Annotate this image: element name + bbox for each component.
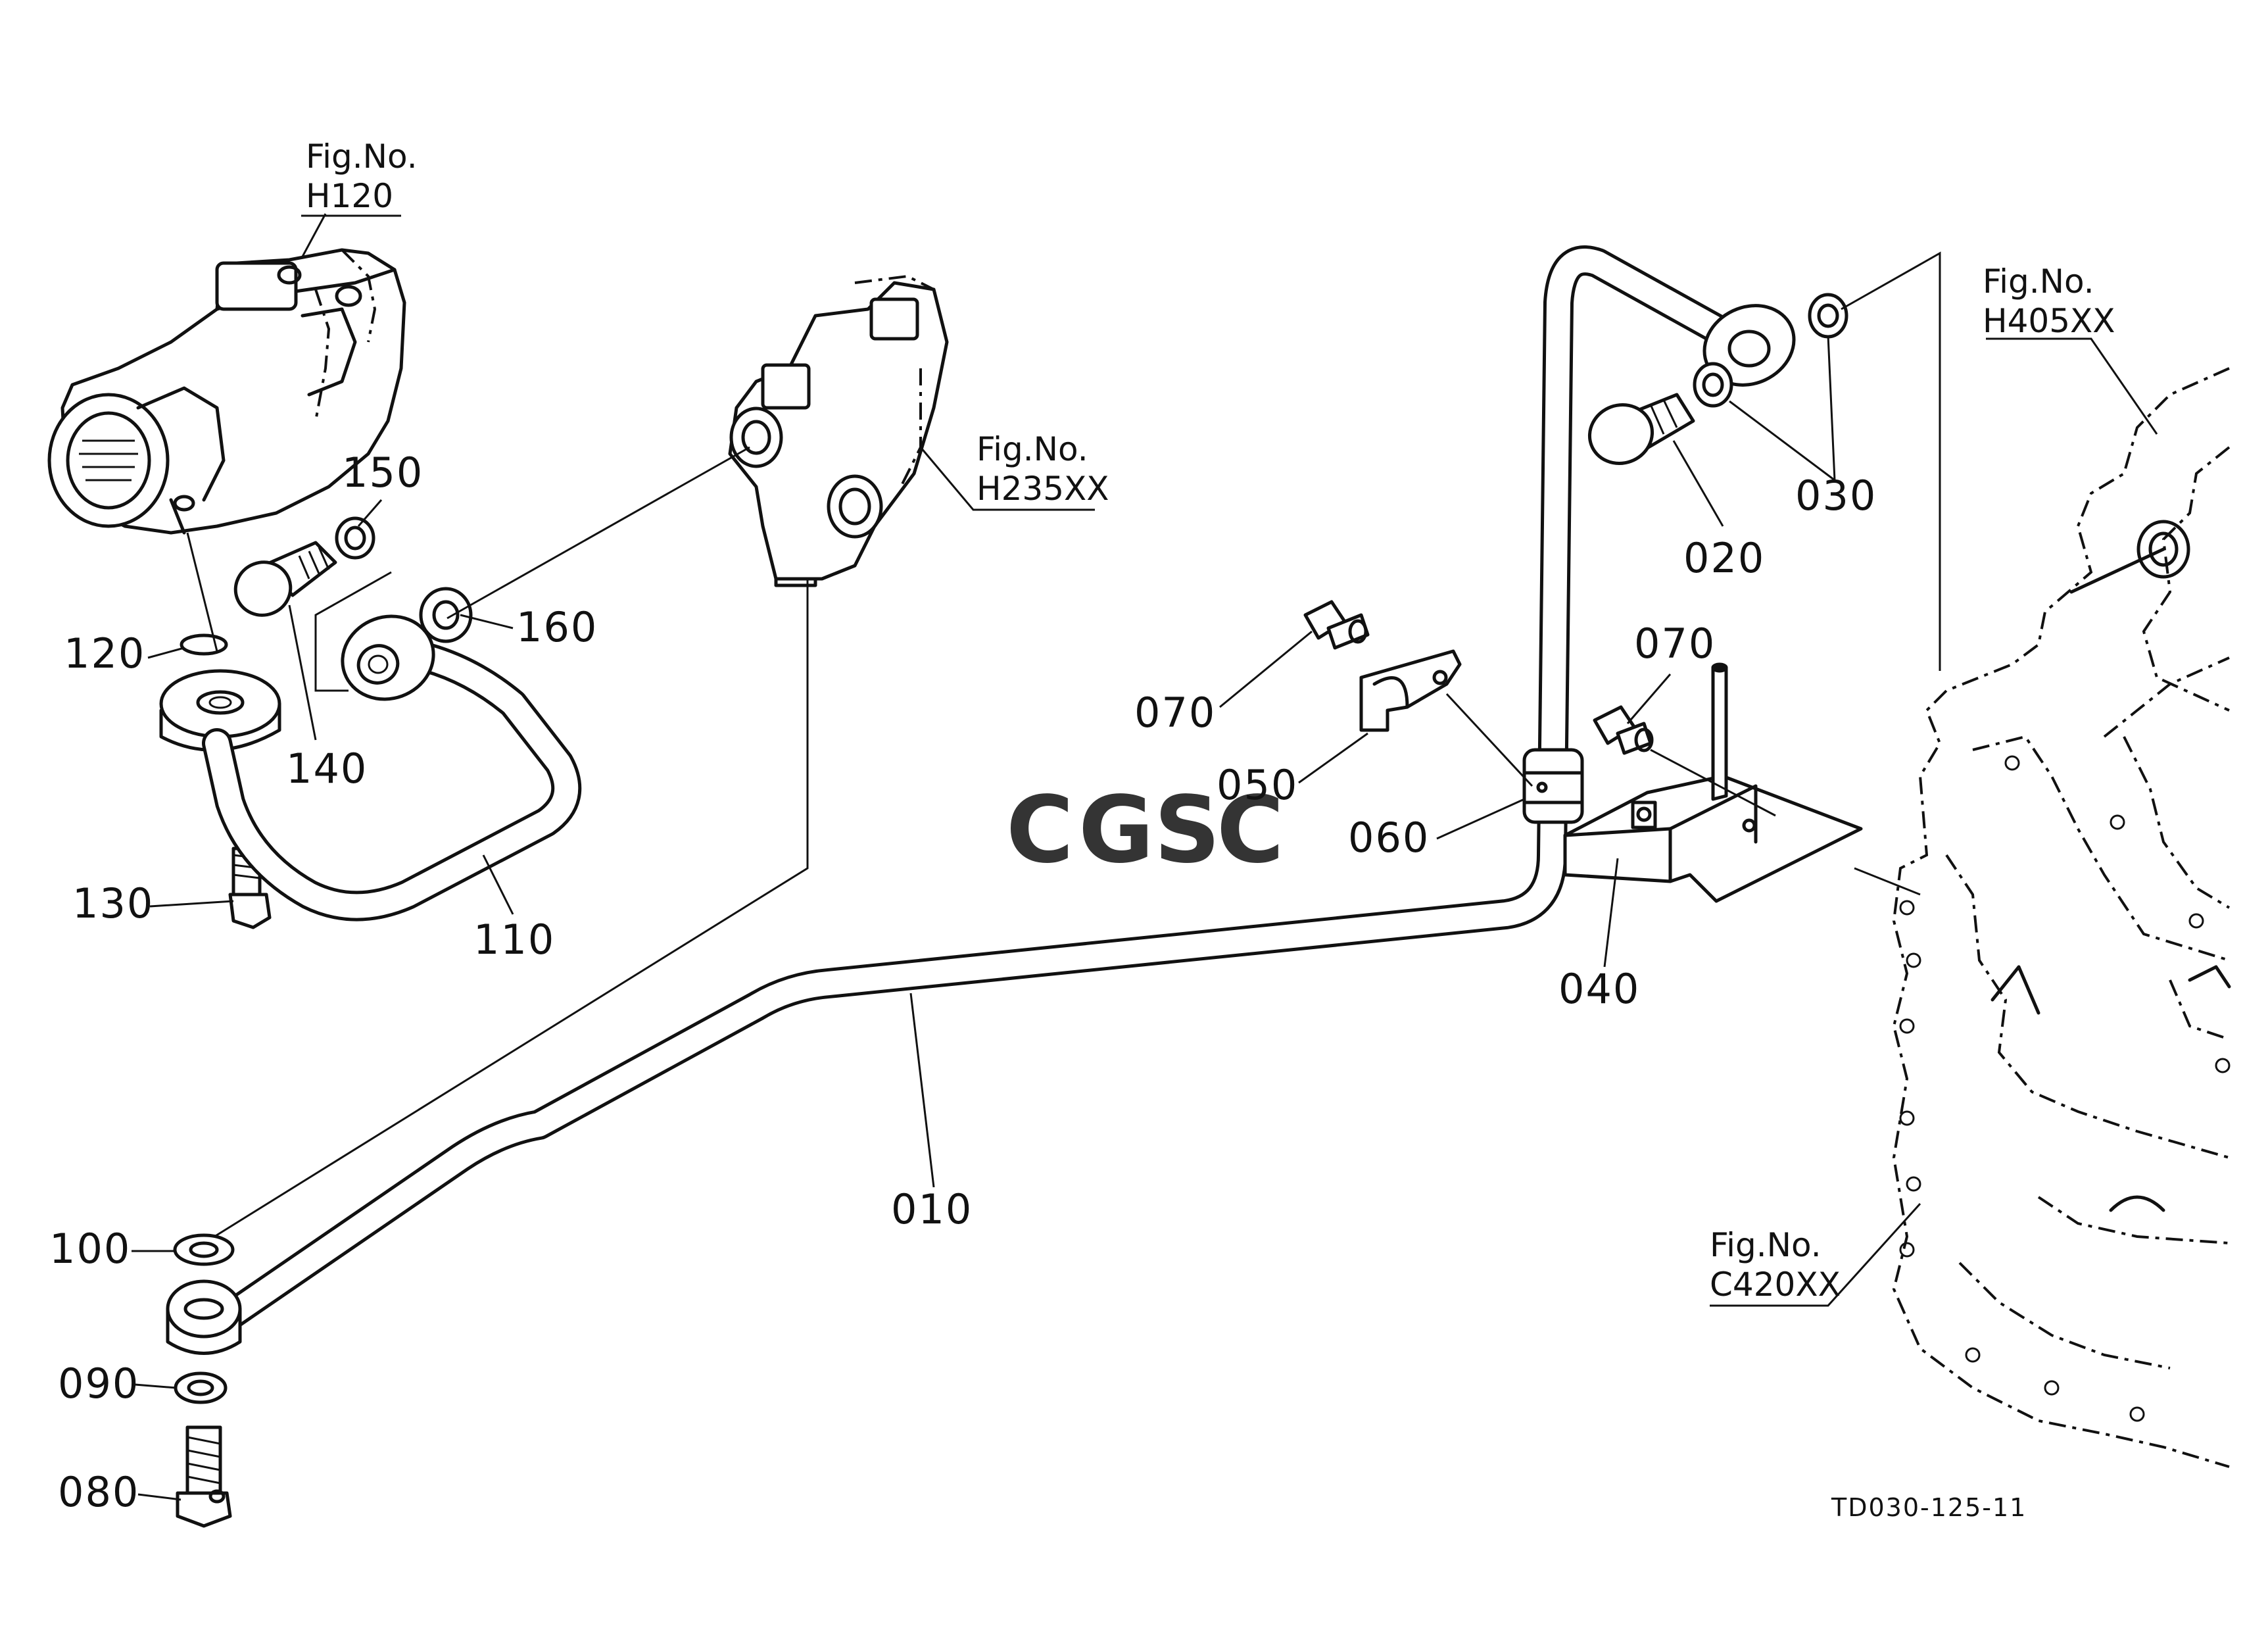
hose-110 [202,614,582,922]
guide-line-030 [1841,251,1941,671]
leader-fig-h120 [301,213,327,257]
leader-pump-banjo [186,532,218,652]
leader-090 [134,1383,177,1389]
leader-070-right [1626,674,1672,724]
hydraulic-pump-h120 [47,248,406,535]
leader-valve-to-washer-100 [203,579,809,1244]
callout-040: 040 [1558,965,1640,1013]
drawing-code: TD030-125-11 [1831,1493,2027,1522]
callout-130: 130 [72,879,154,927]
leader-040 [1603,858,1619,968]
banjo-fitting-lower [166,1233,242,1528]
leader-070-left [1219,630,1313,708]
pipe-010 [215,245,1731,1331]
washer-100 [173,1233,235,1266]
banjo-bolt-140 [233,516,473,643]
bracket-040 [1563,662,1863,903]
fig-ref-h405-title: Fig.No. [1983,262,2094,301]
callout-110: 110 [473,916,555,964]
banjo-fitting-upper [159,633,281,929]
callout-090: 090 [58,1360,139,1408]
leader-120 [147,647,185,659]
washer-030-a [1808,293,1848,339]
fig-ref-h235-number: H235XX [977,470,1109,508]
pipe-clamp-060 [1522,748,1584,824]
watermark-letter-3: S [1154,777,1220,884]
callout-120: 120 [64,629,145,677]
leader-030 [1729,335,1836,481]
callout-060: 060 [1348,814,1430,862]
fig-ref-h235-title: Fig.No. [977,430,1088,468]
o-ring-120 [180,633,228,656]
washer-090 [174,1371,228,1404]
fig-ref-c420-number: C420XX [1710,1266,1841,1304]
bolt-070-right [1593,705,1654,755]
cgsc-watermark: C G S C [1006,777,1284,884]
watermark-letter-2: G [1078,777,1154,884]
fig-ref-h120-title: Fig.No. [306,137,418,176]
leader-140 [288,604,317,741]
pipe-end-eye-top [1587,293,1848,465]
washer-030-b [1693,362,1733,408]
guide-line-clip [1445,693,1533,787]
callout-070-left: 070 [1134,689,1216,737]
fig-ref-h120-number: H120 [306,177,393,215]
washer-150 [335,516,375,560]
leader-010 [909,993,935,1188]
callout-150: 150 [342,449,423,497]
fig-ref-h120: Fig.No. H120 [301,137,418,217]
fig-ref-c420-title: Fig.No. [1710,1226,1822,1264]
callout-050: 050 [1217,761,1298,809]
fig-ref-h235: Fig.No. H235XX [977,430,1109,508]
leader-150 [357,499,383,527]
callout-030: 030 [1795,472,1877,520]
valve-h235 [728,274,949,587]
washer-160 [419,587,473,643]
leader-130 [149,900,234,908]
callout-010: 010 [891,1185,973,1233]
leader-060 [1436,798,1525,840]
leader-080 [137,1493,181,1501]
leader-fig-h405 [1986,337,2158,435]
leader-050 [1298,732,1368,784]
leader-valve-to-washer [446,446,750,620]
fig-ref-h405: Fig.No. H405XX [1983,262,2115,340]
fig-ref-h405-number: H405XX [1983,302,2115,340]
callout-160: 160 [516,603,598,651]
leader-020 [1672,440,1724,527]
leader-110 [482,854,514,915]
clip-050 [1359,649,1462,732]
callout-070-right: 070 [1634,620,1716,668]
callout-020: 020 [1683,534,1765,582]
assembly-guide-lines [314,571,392,692]
callout-100: 100 [49,1225,131,1273]
leader-160 [460,614,514,629]
callout-140: 140 [286,745,368,793]
leader-fig-h235 [919,447,1095,511]
leader-fig-c420 [1710,1202,1921,1307]
guide-line-bracket [1650,749,1921,896]
watermark-letter-1: C [1006,777,1074,884]
callout-080: 080 [58,1468,139,1516]
watermark-letter-4: C [1217,777,1284,884]
transmission-case-c420 [1892,367,2231,1468]
fig-ref-c420: Fig.No. C420XX [1710,1226,1841,1304]
bolt-070-left [1303,600,1370,650]
